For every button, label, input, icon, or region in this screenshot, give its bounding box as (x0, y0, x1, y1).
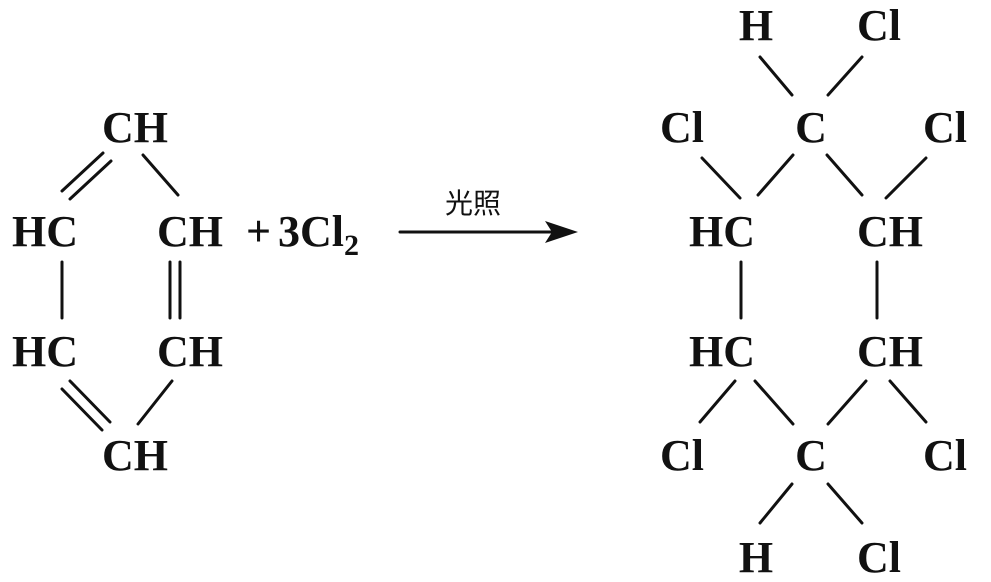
atom-ch-right-upper: CH (857, 207, 923, 256)
atom-cl-lower-left: Cl (660, 431, 704, 480)
atom-c-bottom: C (795, 431, 827, 480)
single-bond-line (888, 379, 928, 424)
atom-ch-bottom: CH (102, 431, 168, 480)
single-bond-line (700, 156, 742, 200)
atom-cl-bottom: Cl (857, 533, 901, 582)
single-bond-line (758, 55, 794, 97)
single-bond-line (825, 153, 864, 197)
reagent-subscript: 2 (344, 229, 359, 262)
atom-hc-left-lower: HC (12, 327, 78, 376)
atom-c-top: C (795, 103, 827, 152)
single-bond-line (141, 153, 180, 197)
single-bond-line (758, 482, 794, 525)
atom-h-top: H (739, 1, 773, 50)
atom-hc-left-upper: HC (12, 207, 78, 256)
single-bond-line (826, 379, 868, 426)
single-bond-line (884, 156, 928, 200)
single-bond-line (753, 379, 795, 426)
single-bond-line (756, 153, 795, 197)
reagent-formula: 3Cl (278, 207, 344, 256)
atom-ch-right-lower: CH (157, 327, 223, 376)
benzene-reactant: CH HC CH HC CH CH (12, 103, 223, 480)
reagent-chlorine: 3Cl2 (278, 207, 359, 262)
atom-hc-left-upper: HC (689, 207, 755, 256)
double-bond-line (60, 387, 104, 432)
atom-ch-right-lower: CH (857, 327, 923, 376)
atom-cl-lower-right: Cl (923, 431, 967, 480)
atom-h-bottom: H (739, 533, 773, 582)
arrow-head-icon (545, 221, 578, 243)
atom-ch-right-upper: CH (157, 207, 223, 256)
atom-cl-upper-right: Cl (923, 103, 967, 152)
single-bond-line (698, 379, 737, 424)
arrow-condition-label: 光照 (445, 187, 501, 220)
plus-sign: + (246, 207, 271, 256)
reaction-arrow: 光照 (398, 187, 578, 243)
double-bond-line (68, 159, 113, 201)
atom-hc-left-lower: HC (689, 327, 755, 376)
single-bond-line (826, 482, 864, 525)
atom-cl-top: Cl (857, 1, 901, 50)
double-bond-line (60, 151, 105, 193)
hexachlorocyclohexane-product: H Cl C Cl Cl HC CH HC CH Cl C Cl H Cl (660, 1, 967, 582)
double-bond-line (68, 379, 112, 424)
single-bond-line (826, 55, 864, 97)
atom-cl-upper-left: Cl (660, 103, 704, 152)
atom-ch-top: CH (102, 103, 168, 152)
single-bond-line (136, 379, 174, 426)
